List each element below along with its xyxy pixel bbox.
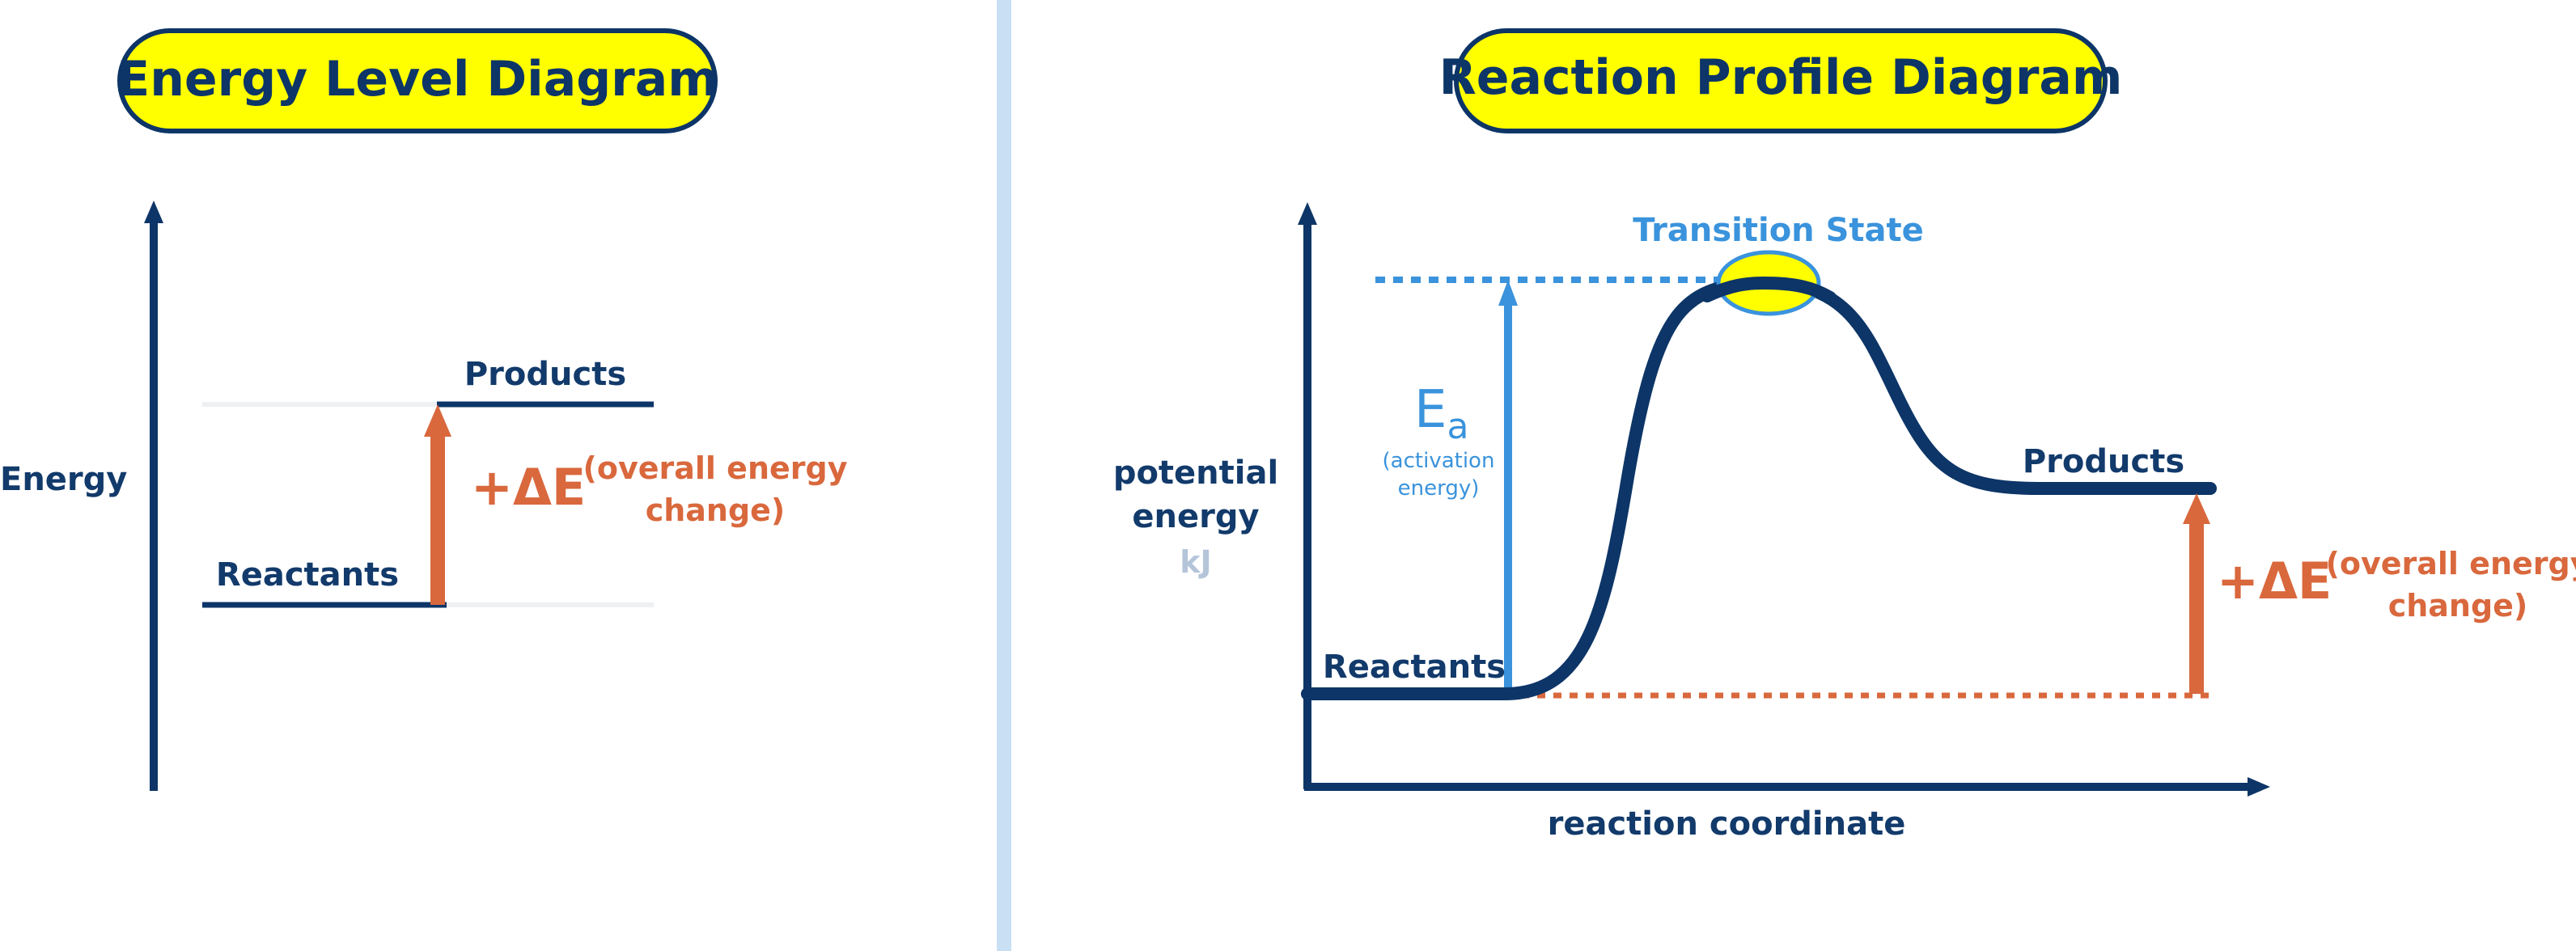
reaction-profile-diagram: Reaction Profile Diagram potential energ… <box>1113 28 2576 843</box>
left-reactants-label: Reactants <box>216 556 399 594</box>
right-x-axis-arrowhead <box>2248 777 2270 797</box>
transition-state-curve-overlay <box>1701 276 1837 304</box>
right-delta-arrow-shaft <box>2189 521 2204 694</box>
right-y-axis-label-line1: potential <box>1113 454 1278 492</box>
left-y-axis-arrowhead <box>144 201 163 223</box>
left-title-pill <box>117 28 718 133</box>
ea-note-line1: (activation <box>1383 449 1495 473</box>
right-delta-arrow-head <box>2183 493 2210 524</box>
right-products-label: Products <box>2023 443 2184 480</box>
left-delta-label: +ΔE <box>471 458 586 517</box>
ea-note-line2: energy) <box>1398 476 1480 501</box>
left-overall-line1: (overall energy <box>583 450 848 486</box>
ea-arrow-head <box>1498 280 1518 306</box>
right-overall-line2: change) <box>2388 588 2528 623</box>
right-overall-line1: (overall energy <box>2326 546 2576 581</box>
ea-arrow-shaft <box>1504 301 1512 692</box>
right-x-axis-label: reaction coordinate <box>1548 805 1906 843</box>
panel-divider <box>997 0 1011 951</box>
transition-state-label: Transition State <box>1633 212 1924 249</box>
right-delta-label: +ΔE <box>2217 552 2332 611</box>
left-delta-arrow-shaft <box>430 433 445 605</box>
left-y-axis-label: Energy <box>0 461 127 498</box>
left-delta-arrow-head <box>424 404 451 437</box>
right-y-axis-arrowhead <box>1298 202 1317 225</box>
right-y-axis-label-line2: energy <box>1132 498 1259 535</box>
left-title: Energy Level Diagram <box>117 51 718 108</box>
ea-symbol: Ea <box>1414 380 1468 447</box>
left-overall-line2: change) <box>646 492 786 528</box>
right-reactants-label: Reactants <box>1323 649 1506 686</box>
right-y-axis-unit: kJ <box>1180 544 1211 580</box>
left-products-label: Products <box>464 356 626 393</box>
right-title: Reaction Profile Diagram <box>1439 49 2123 106</box>
right-title-pill <box>1454 28 2108 133</box>
energy-level-diagram: Energy Level Diagram Energy Products Rea… <box>0 28 848 791</box>
